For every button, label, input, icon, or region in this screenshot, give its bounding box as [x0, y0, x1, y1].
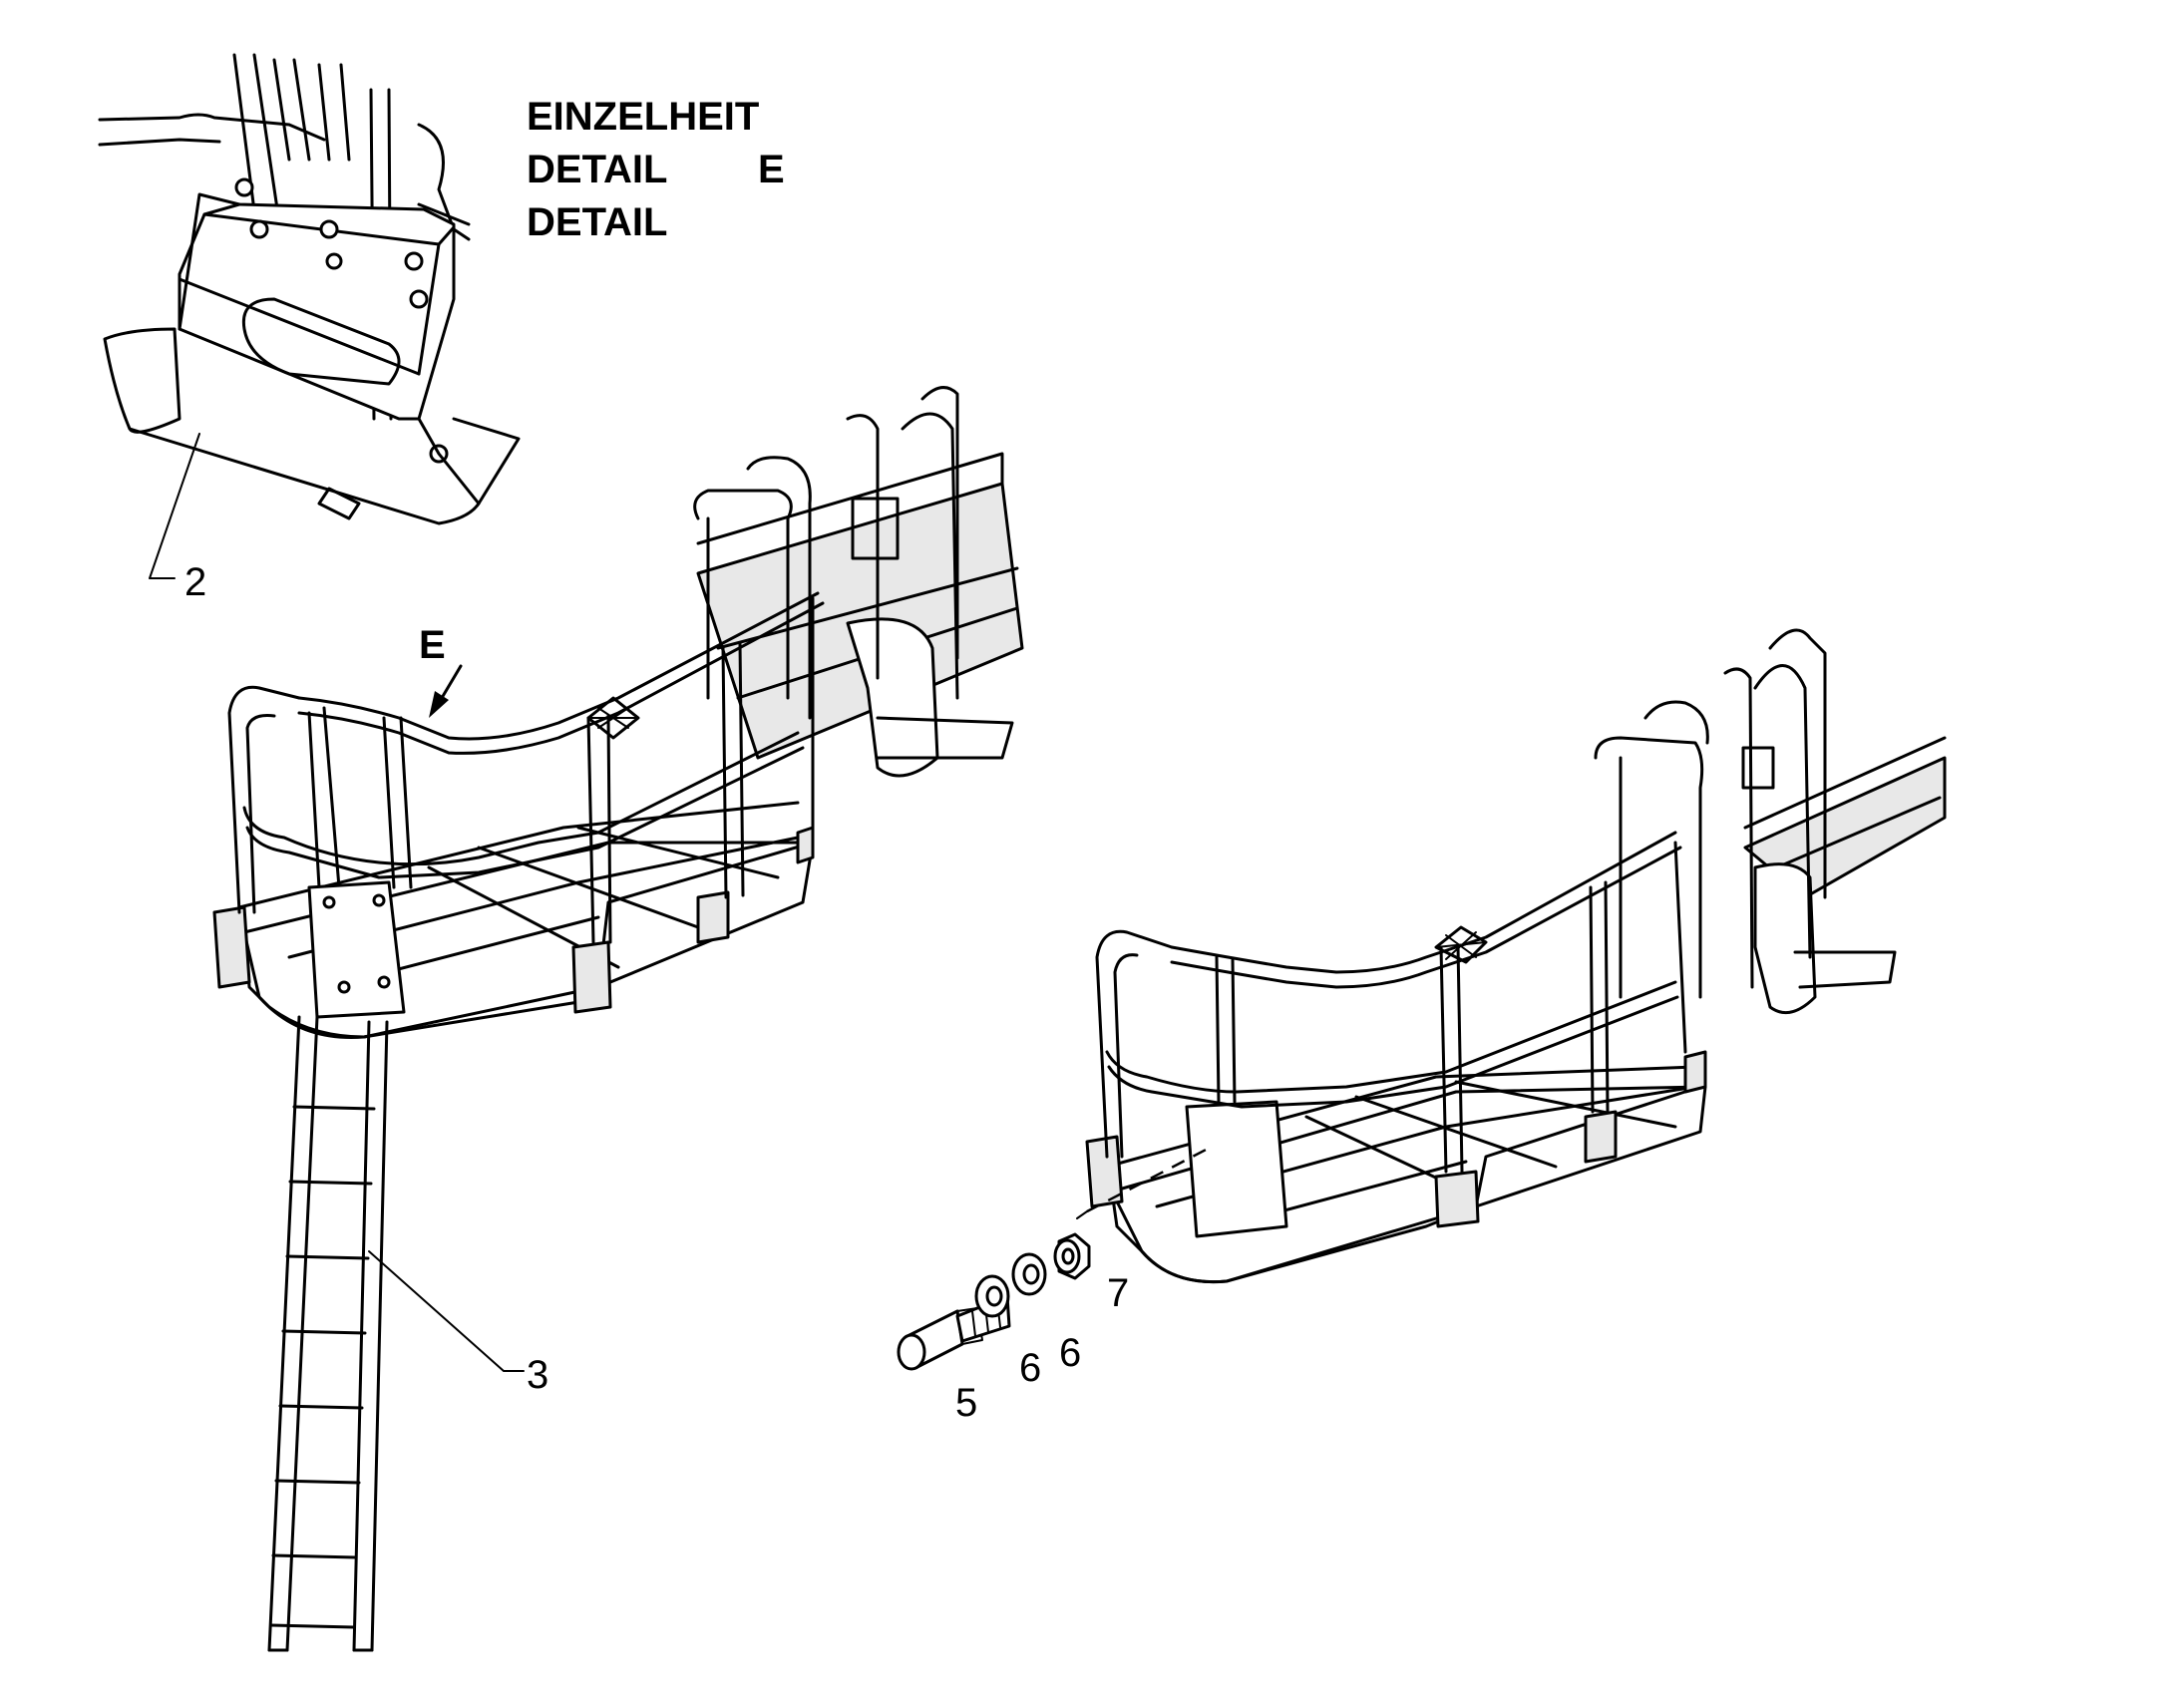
bolt-head-icon	[325, 252, 343, 270]
callout-2: 2	[184, 560, 206, 604]
bolt-head-icon	[319, 219, 339, 239]
washer-6a: 6	[974, 1274, 1041, 1390]
view-marker-label: E	[419, 623, 446, 667]
detail-header-letter: E	[758, 148, 785, 191]
arrow-icon	[429, 691, 449, 718]
bolt-head-icon	[322, 895, 336, 909]
fastener-explode: 5 6 6 7	[897, 1145, 1213, 1425]
bolt-head-icon	[249, 219, 269, 239]
callout-3: 3	[527, 1353, 548, 1397]
detail-header: EINZELHEIT DETAIL E DETAIL	[527, 95, 785, 244]
washer-6b: 6	[1011, 1252, 1081, 1375]
callout-6b: 6	[1059, 1331, 1081, 1375]
callout-6a: 6	[1019, 1346, 1041, 1390]
bolt-head-icon	[404, 251, 424, 271]
ladder: 3	[267, 1015, 548, 1652]
bolt-5: 5	[897, 1294, 1011, 1425]
left-platform-assembly	[212, 386, 1024, 1039]
detail-header-line3: DETAIL	[527, 200, 667, 244]
right-platform-assembly	[1085, 628, 1947, 1284]
bolt-head-icon	[337, 980, 351, 994]
bolt-head-icon	[409, 289, 429, 309]
view-marker-e: E	[419, 623, 463, 718]
detail-e-bracket-view: 2	[98, 53, 521, 604]
bolt-head-icon	[377, 975, 391, 989]
detail-header-line2: DETAIL	[527, 148, 667, 191]
bolt-head-icon	[372, 893, 386, 907]
detail-header-line1: EINZELHEIT	[527, 95, 759, 139]
callout-7: 7	[1107, 1271, 1129, 1315]
bolt-head-icon	[234, 177, 254, 197]
callout-5: 5	[955, 1381, 977, 1425]
nut-7: 7	[1053, 1232, 1129, 1315]
